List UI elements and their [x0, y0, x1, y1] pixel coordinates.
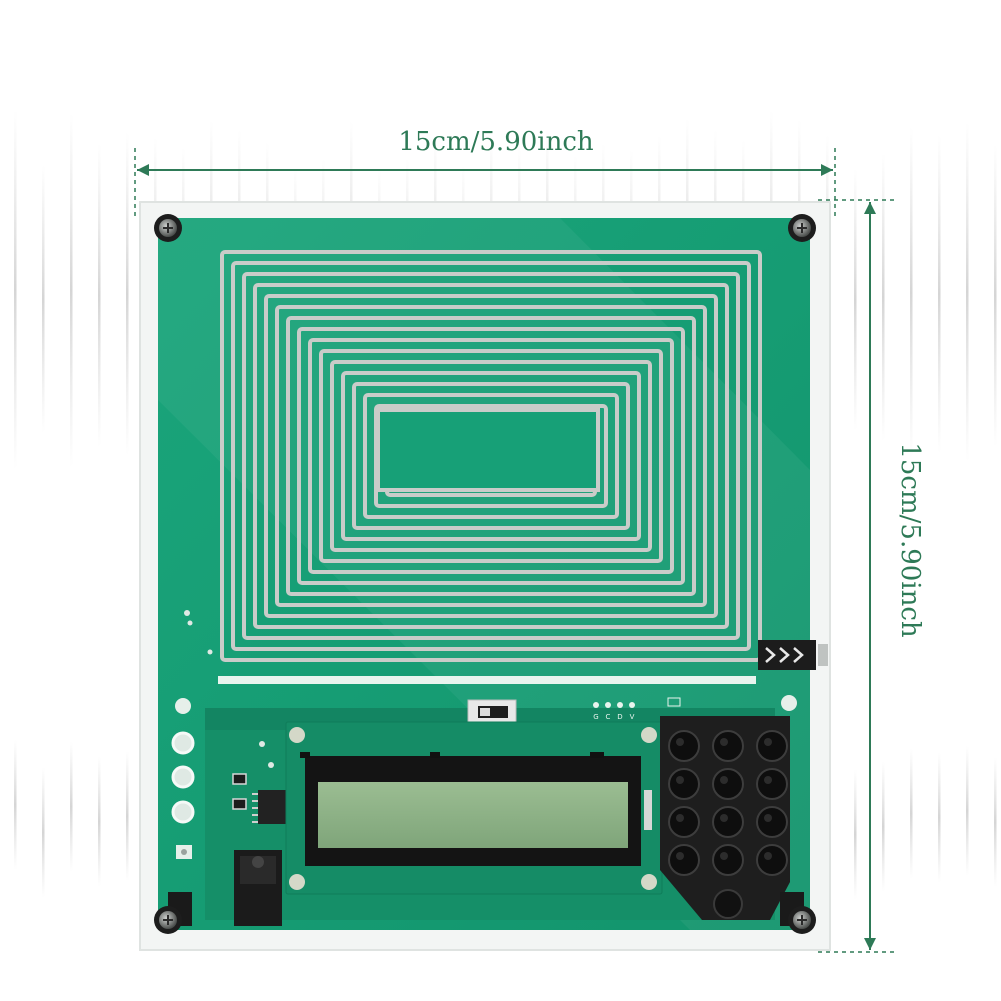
coil-turn	[253, 283, 729, 629]
lcd-module	[285, 721, 663, 895]
background-line	[70, 113, 73, 468]
coil-turn	[330, 360, 652, 552]
coil-turn	[275, 305, 707, 607]
keypad-button-highlight	[764, 776, 772, 784]
keypad-button-highlight	[720, 852, 728, 860]
smd-components	[232, 773, 286, 824]
keypad-button	[712, 730, 744, 762]
coil-center	[376, 408, 600, 492]
background-line	[14, 740, 17, 870]
background-line	[854, 769, 857, 900]
led-label: D	[617, 713, 622, 721]
coil-turn	[352, 382, 630, 530]
coil-turn	[363, 393, 619, 519]
edge-connector	[758, 640, 828, 670]
background-line	[126, 132, 129, 456]
coil-turn	[308, 338, 674, 574]
slide-switch	[467, 699, 517, 725]
keypad-button-highlight	[764, 852, 772, 860]
coil-turn	[242, 272, 740, 640]
coil-turn	[319, 349, 663, 563]
keypad-button	[712, 844, 744, 876]
background-line	[42, 165, 45, 434]
coil-turn	[231, 261, 751, 651]
keypad-button	[668, 806, 700, 838]
keypad-button	[756, 768, 788, 800]
keypad-button-highlight	[676, 776, 684, 784]
keypad-button	[668, 768, 700, 800]
width-label: 15cm/5.90inch	[398, 127, 594, 157]
keypad-button-highlight	[764, 738, 772, 746]
background-line	[994, 757, 997, 888]
background-line	[938, 135, 941, 454]
background-line	[966, 122, 969, 462]
keypad-button-highlight	[720, 776, 728, 784]
background-line	[910, 127, 913, 459]
keypad-button-highlight	[676, 738, 684, 746]
keypad-button	[712, 806, 744, 838]
background-line	[882, 153, 885, 442]
status-leds	[593, 697, 681, 708]
height-dimension: 15cm/5.90inch	[818, 199, 925, 953]
coil-spiral	[220, 250, 762, 662]
background-line	[70, 741, 73, 872]
led-label: V	[630, 713, 635, 721]
background-line	[938, 752, 941, 883]
background-line	[994, 144, 997, 447]
coil-turn	[264, 294, 718, 618]
keypad-button-highlight	[676, 814, 684, 822]
background-line	[98, 143, 101, 448]
background-line	[966, 746, 969, 877]
side-pads	[171, 610, 797, 859]
background-line	[42, 767, 45, 898]
coil-turn	[341, 371, 641, 541]
screw-slot	[797, 223, 807, 233]
coil-turn	[286, 316, 696, 596]
keypad-button	[756, 730, 788, 762]
screw-slot	[163, 223, 173, 233]
background-line	[126, 751, 129, 882]
corner-screws	[154, 214, 816, 934]
coil-turn	[297, 327, 685, 585]
background-line	[854, 169, 857, 431]
keypad-button-highlight	[720, 738, 728, 746]
background-line	[98, 756, 101, 887]
background-line	[14, 110, 17, 470]
coil-turn	[220, 250, 762, 662]
keypad-button	[712, 768, 744, 800]
keypad	[660, 716, 790, 920]
background-line	[910, 748, 913, 879]
height-label: 15cm/5.90inch	[895, 442, 925, 638]
screw-slot	[797, 915, 807, 925]
led-label: C	[606, 713, 611, 721]
silkscreen-bar	[218, 676, 756, 684]
background-line	[882, 761, 885, 892]
led-label: G	[593, 713, 598, 721]
keypad-button-highlight	[764, 814, 772, 822]
keypad-button	[668, 844, 700, 876]
keypad-button-highlight	[720, 814, 728, 822]
lcd-screen	[318, 782, 628, 848]
keypad-button-highlight	[676, 852, 684, 860]
dc-power-jack	[234, 850, 282, 926]
width-dimension: 15cm/5.90inch	[134, 127, 836, 218]
keypad-button	[756, 806, 788, 838]
screw-slot	[163, 915, 173, 925]
keypad-button	[668, 730, 700, 762]
keypad-button	[756, 844, 788, 876]
